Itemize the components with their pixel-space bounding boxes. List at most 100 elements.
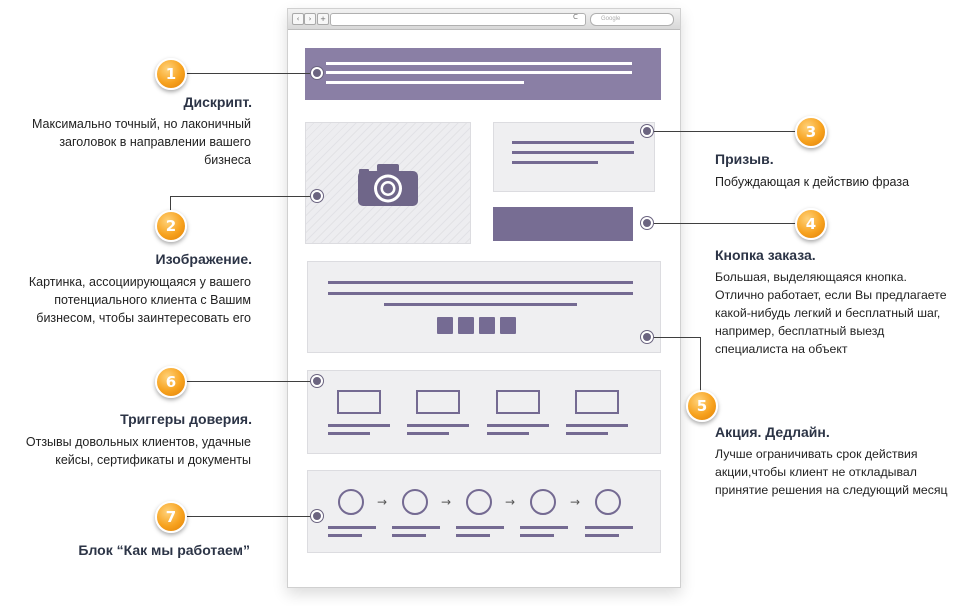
circle-icon	[338, 489, 364, 515]
circle-icon	[595, 489, 621, 515]
countdown-square	[458, 317, 474, 334]
description-line: потенциального клиента с Вашим	[54, 293, 251, 307]
description-line: Максимально точный, но лаконичный	[31, 117, 251, 131]
connector-line	[170, 196, 316, 197]
countdown-square	[479, 317, 495, 334]
connector-line	[184, 381, 316, 382]
text-line	[328, 292, 633, 295]
description-line: заголовок в направлении вашего	[59, 135, 251, 149]
connector-dot	[311, 67, 323, 79]
monitor-icon	[575, 390, 619, 414]
connector-dot	[311, 190, 323, 202]
reload-icon[interactable]: C	[573, 13, 578, 21]
description-line: специалиста на объект	[715, 342, 848, 356]
text-line	[487, 424, 549, 427]
badge-5: 5	[686, 390, 718, 422]
monitor-icon	[416, 390, 460, 414]
circle-icon	[530, 489, 556, 515]
text-line	[487, 432, 529, 435]
url-bar[interactable]	[330, 13, 586, 26]
text-line	[328, 424, 390, 427]
callout-5-title: Акция. Дедлайн.	[715, 424, 830, 440]
text-line	[456, 526, 504, 529]
description-line: Побуждающая к действию фраза	[715, 175, 910, 189]
text-line	[566, 424, 628, 427]
connector-dot	[641, 331, 653, 343]
header-block	[305, 48, 661, 100]
text-line	[392, 534, 426, 537]
monitor-icon	[496, 390, 540, 414]
description-line: принятие решения на следующий месяц	[715, 483, 948, 497]
arrow-right-icon: →	[377, 495, 388, 509]
description-line: Отзывы довольных клиентов, удачные	[25, 435, 251, 449]
countdown-square	[437, 317, 453, 334]
description-line: какой-нибудь легкий и бесплатный шаг,	[715, 306, 941, 320]
arrow-right-icon: →	[441, 495, 452, 509]
text-line	[328, 534, 362, 537]
description-line: бизнесом, чтобы заинтересовать его	[36, 311, 251, 325]
badge-6: 6	[155, 366, 187, 398]
browser-window: ‹ › + C Google	[287, 8, 681, 588]
text-line	[520, 534, 554, 537]
description-line: кейсы, сертификаты и документы	[55, 453, 251, 467]
text-line	[512, 151, 634, 154]
badge-1: 1	[155, 58, 187, 90]
monitor-icon	[337, 390, 381, 414]
badge-7: 7	[155, 501, 187, 533]
connector-line	[652, 223, 797, 224]
text-line	[407, 432, 449, 435]
connector-line	[700, 337, 701, 393]
circle-icon	[466, 489, 492, 515]
countdown-square	[500, 317, 516, 334]
image-block	[305, 122, 471, 244]
connector-line	[184, 73, 316, 74]
description-line: Большая, выделяющаяся кнопка.	[715, 270, 907, 284]
arrow-right-icon: →	[505, 495, 516, 509]
badge-4: 4	[795, 208, 827, 240]
order-button-block[interactable]	[493, 207, 633, 241]
callout-5-description: Лучше ограничивать срок действия акции,ч…	[715, 445, 948, 499]
callout-6-title: Триггеры доверия.	[120, 411, 252, 427]
browser-toolbar: ‹ › + C Google	[288, 9, 680, 30]
promo-block	[307, 261, 661, 353]
connector-line	[184, 516, 316, 517]
text-line	[585, 534, 619, 537]
description-line: Лучше ограничивать срок действия	[715, 447, 918, 461]
callout-2-description: Картинка, ассоциирующаяся у вашего потен…	[29, 273, 251, 327]
description-line: например, бесплатный выезд	[715, 324, 885, 338]
description-line: акции,чтобы клиент не откладывал	[715, 465, 917, 479]
text-line	[585, 526, 633, 529]
how-we-work-block: → → → →	[307, 470, 661, 553]
connector-dot	[641, 217, 653, 229]
description-line: бизнеса	[204, 153, 251, 167]
text-line	[326, 62, 632, 65]
connector-line	[652, 337, 700, 338]
text-line	[326, 81, 524, 84]
back-icon[interactable]: ‹	[292, 13, 304, 25]
description-line: Отлично работает, если Вы предлагаете	[715, 288, 947, 302]
arrow-right-icon: →	[570, 495, 581, 509]
call-to-action-block	[493, 122, 655, 192]
callout-1-description: Максимально точный, но лаконичный заголо…	[32, 115, 251, 169]
callout-6-description: Отзывы довольных клиентов, удачные кейсы…	[26, 433, 251, 469]
add-tab-icon[interactable]: +	[317, 13, 329, 25]
camera-icon	[358, 164, 418, 206]
connector-line	[170, 196, 171, 212]
callout-2-title: Изображение.	[155, 251, 252, 267]
text-line	[392, 526, 440, 529]
callout-7-title: Блок “Как мы работаем”	[78, 542, 250, 558]
forward-icon[interactable]: ›	[304, 13, 316, 25]
text-line	[520, 526, 568, 529]
text-line	[328, 281, 633, 284]
text-line	[407, 424, 469, 427]
text-line	[326, 71, 632, 74]
text-line	[566, 432, 608, 435]
text-line	[512, 161, 598, 164]
connector-dot	[641, 125, 653, 137]
trust-triggers-block	[307, 370, 661, 454]
search-input[interactable]: Google	[590, 13, 674, 26]
callout-3-title: Призыв.	[715, 151, 774, 167]
text-line	[456, 534, 490, 537]
badge-3: 3	[795, 116, 827, 148]
